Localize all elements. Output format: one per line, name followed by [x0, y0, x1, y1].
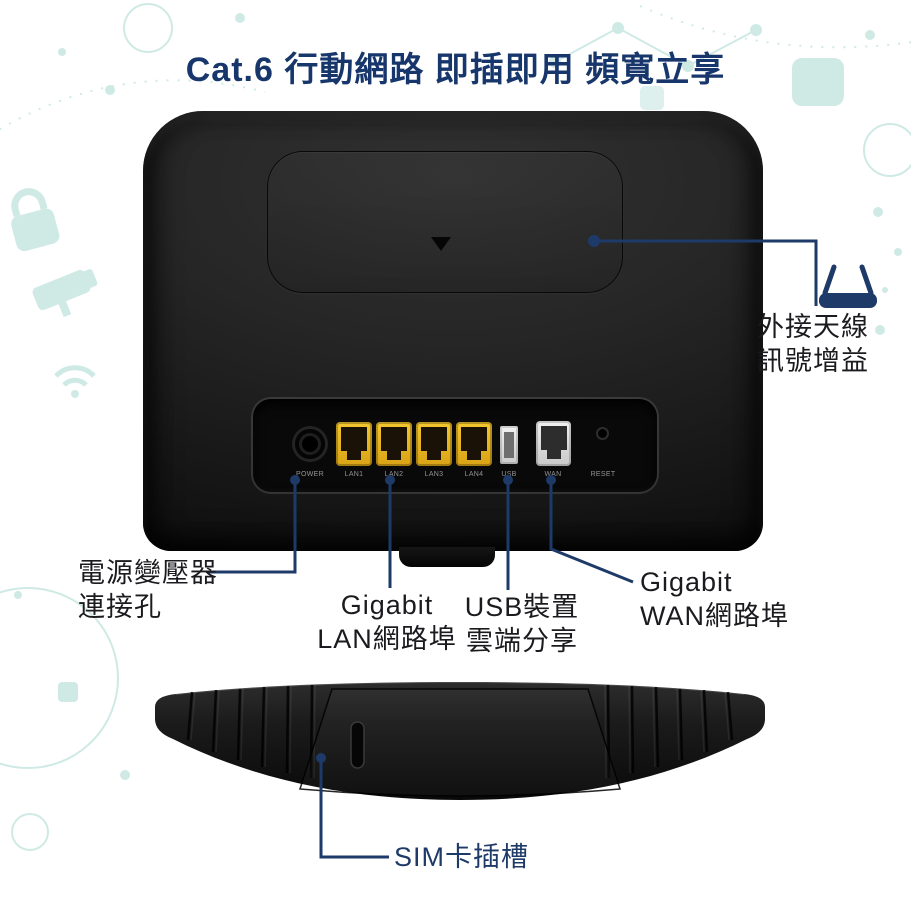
- padlock-icon: [11, 188, 60, 252]
- port-tab: [347, 451, 361, 460]
- square-decoration: [640, 86, 664, 110]
- label-line: Gigabit: [340, 590, 434, 620]
- port-tab: [547, 450, 561, 459]
- label-usb: USB裝置 雲端分享: [452, 590, 592, 658]
- port-label-lan4: LAN4: [464, 471, 484, 478]
- power-port: [295, 429, 325, 459]
- port-opening: [421, 427, 447, 451]
- label-antenna: 外接天線 訊號增益: [757, 310, 869, 378]
- port-label-lan3: LAN3: [424, 471, 444, 478]
- label-line: USB裝置: [464, 592, 580, 622]
- router-bottom-view: [155, 682, 765, 800]
- lan-port-2: [376, 422, 412, 466]
- cover-release-arrow-icon: [431, 237, 451, 251]
- port-opening: [461, 427, 487, 451]
- sim-slot: [350, 721, 365, 769]
- circle-decoration: [123, 3, 173, 53]
- dotted-arc-decoration: [0, 79, 266, 131]
- port-opening: [541, 426, 567, 450]
- port-opening: [341, 427, 367, 451]
- router-back-view: POWER LAN1 LAN2 LAN3 LAN4 USB WAN RESET: [143, 111, 763, 567]
- port-label-lan1: LAN1: [344, 471, 364, 478]
- callout-line-wan: [549, 480, 634, 584]
- port-label-reset: RESET: [590, 471, 616, 478]
- wan-port: [536, 421, 571, 466]
- port-recess: POWER LAN1 LAN2 LAN3 LAN4 USB WAN RESET: [253, 399, 657, 492]
- port-label-usb: USB: [501, 471, 517, 478]
- label-line: 電源變壓器: [78, 558, 218, 588]
- network-nodes-icon: [549, 22, 762, 72]
- reset-hole: [598, 429, 607, 438]
- lan-port-4: [456, 422, 492, 466]
- circle-decoration: [11, 813, 49, 851]
- external-antenna-icon: [819, 264, 877, 308]
- square-decoration: [792, 58, 844, 106]
- port-label-wan: WAN: [544, 471, 562, 478]
- stand-foot: [399, 547, 495, 567]
- circle-decoration: [0, 587, 119, 769]
- lan-port-3: [416, 422, 452, 466]
- label-lan: Gigabit LAN網路埠: [292, 588, 482, 656]
- lan-port-1: [336, 422, 372, 466]
- callout-line-antenna: [594, 239, 818, 306]
- label-power: 電源變壓器 連接孔: [78, 556, 218, 624]
- port-opening: [381, 427, 407, 451]
- port-label-power: POWER: [296, 471, 324, 478]
- label-line: 連接孔: [78, 592, 162, 622]
- label-line: 雲端分享: [466, 626, 578, 656]
- label-sim: SIM卡插槽: [394, 840, 529, 874]
- cctv-camera-icon: [32, 269, 98, 318]
- usb-tongue: [504, 432, 514, 458]
- wifi-icon: [54, 365, 96, 398]
- port-tab: [467, 451, 481, 460]
- callout-line-power: [208, 480, 297, 574]
- callout-line-sim: [319, 758, 389, 859]
- circle-decoration: [863, 123, 911, 177]
- bottom-body: [155, 682, 765, 800]
- port-label-lan2: LAN2: [384, 471, 404, 478]
- vent-rib-highlights: [190, 684, 730, 779]
- bottom-center-panel: [298, 688, 622, 797]
- callout-dots: [290, 235, 600, 763]
- label-wan: Gigabit WAN網路埠: [640, 565, 789, 633]
- bottom-top-highlight: [175, 682, 745, 695]
- page-title: Cat.6 行動網路 即插即用 頻寬立享: [185, 51, 726, 89]
- port-tab: [427, 451, 441, 460]
- label-line: SIM卡插槽: [394, 842, 530, 872]
- label-line: 訊號增益: [757, 346, 869, 376]
- label-line: 外接天線: [757, 312, 869, 342]
- label-line: LAN網路埠: [317, 624, 457, 654]
- usb-port: [500, 426, 518, 464]
- label-line: Gigabit: [640, 567, 733, 597]
- label-line: WAN網路埠: [640, 601, 789, 631]
- port-tab: [387, 451, 401, 460]
- antenna-cover-panel: [267, 151, 623, 293]
- vent-ribs: [186, 684, 734, 779]
